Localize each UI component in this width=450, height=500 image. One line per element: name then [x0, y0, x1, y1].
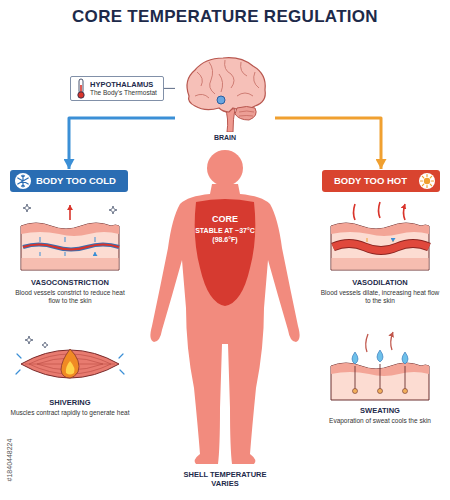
node-heading: BODY TOO COLD	[36, 170, 128, 192]
sweating-panel: SWEATING Evaporation of sweat cools the s…	[320, 330, 440, 425]
node-heading: SHELL TEMPERATURE VARIES	[177, 470, 273, 489]
node-heading: CORE	[188, 214, 262, 226]
node-text: Blood vessels dilate, increasing heat fl…	[320, 289, 440, 306]
body-silhouette	[140, 148, 310, 466]
vasodilation-illustration	[325, 200, 435, 274]
node-text: STABLE AT ~37°C (98.6°F)	[188, 226, 262, 244]
cold-band: BODY TOO COLD	[10, 170, 128, 192]
thermometer-icon	[75, 78, 87, 100]
signal-arrow	[275, 118, 381, 169]
node-heading: SHIVERING	[10, 398, 130, 407]
vasoconstriction-panel: VASOCONSTRICTION Blood vessels constrict …	[10, 200, 130, 306]
node-text: The Body's Thermostat	[90, 89, 157, 97]
node-heading: HYPOTHALAMUS	[90, 80, 157, 89]
node-text: Blood vessels constrict to reduce heat f…	[10, 289, 130, 306]
watermark-id: #1840448224	[5, 430, 15, 490]
shivering-panel: SHIVERING Muscles contract rapidly to gen…	[10, 332, 130, 417]
callout-box: HYPOTHALAMUSThe Body's Thermostat	[70, 76, 164, 101]
node-text: Evaporation of sweat cools the skin	[320, 417, 440, 425]
leader-connector	[164, 88, 175, 89]
node-heading: VASODILATION	[320, 278, 440, 287]
vasodilation-panel: VASODILATION Blood vessels dilate, increa…	[320, 200, 440, 306]
node-heading: BODY TOO HOT	[334, 170, 416, 192]
signal-arrow	[69, 118, 175, 169]
shivering-muscle-illustration	[15, 332, 125, 394]
brain-illustration	[175, 52, 275, 132]
body-silhouette: SHELL TEMPERATURE VARIES CORESTABLE AT ~…	[140, 148, 310, 493]
vasoconstriction-illustration	[15, 200, 125, 274]
core-region: CORESTABLE AT ~37°C (98.6°F)	[188, 198, 262, 308]
node-heading: BRAIN	[175, 134, 275, 141]
hot-band: BODY TOO HOT	[322, 170, 440, 192]
sun-icon	[418, 172, 436, 190]
snowflake-icon	[14, 172, 32, 190]
brain-figure: BRAIN	[175, 52, 275, 148]
diagram-title: CORE TEMPERATURE REGULATION	[0, 7, 450, 27]
node-text: Muscles contract rapidly to generate hea…	[10, 409, 130, 417]
sweating-illustration	[325, 330, 435, 402]
node-heading: SWEATING	[320, 406, 440, 415]
node-heading: VASOCONSTRICTION	[10, 278, 130, 287]
